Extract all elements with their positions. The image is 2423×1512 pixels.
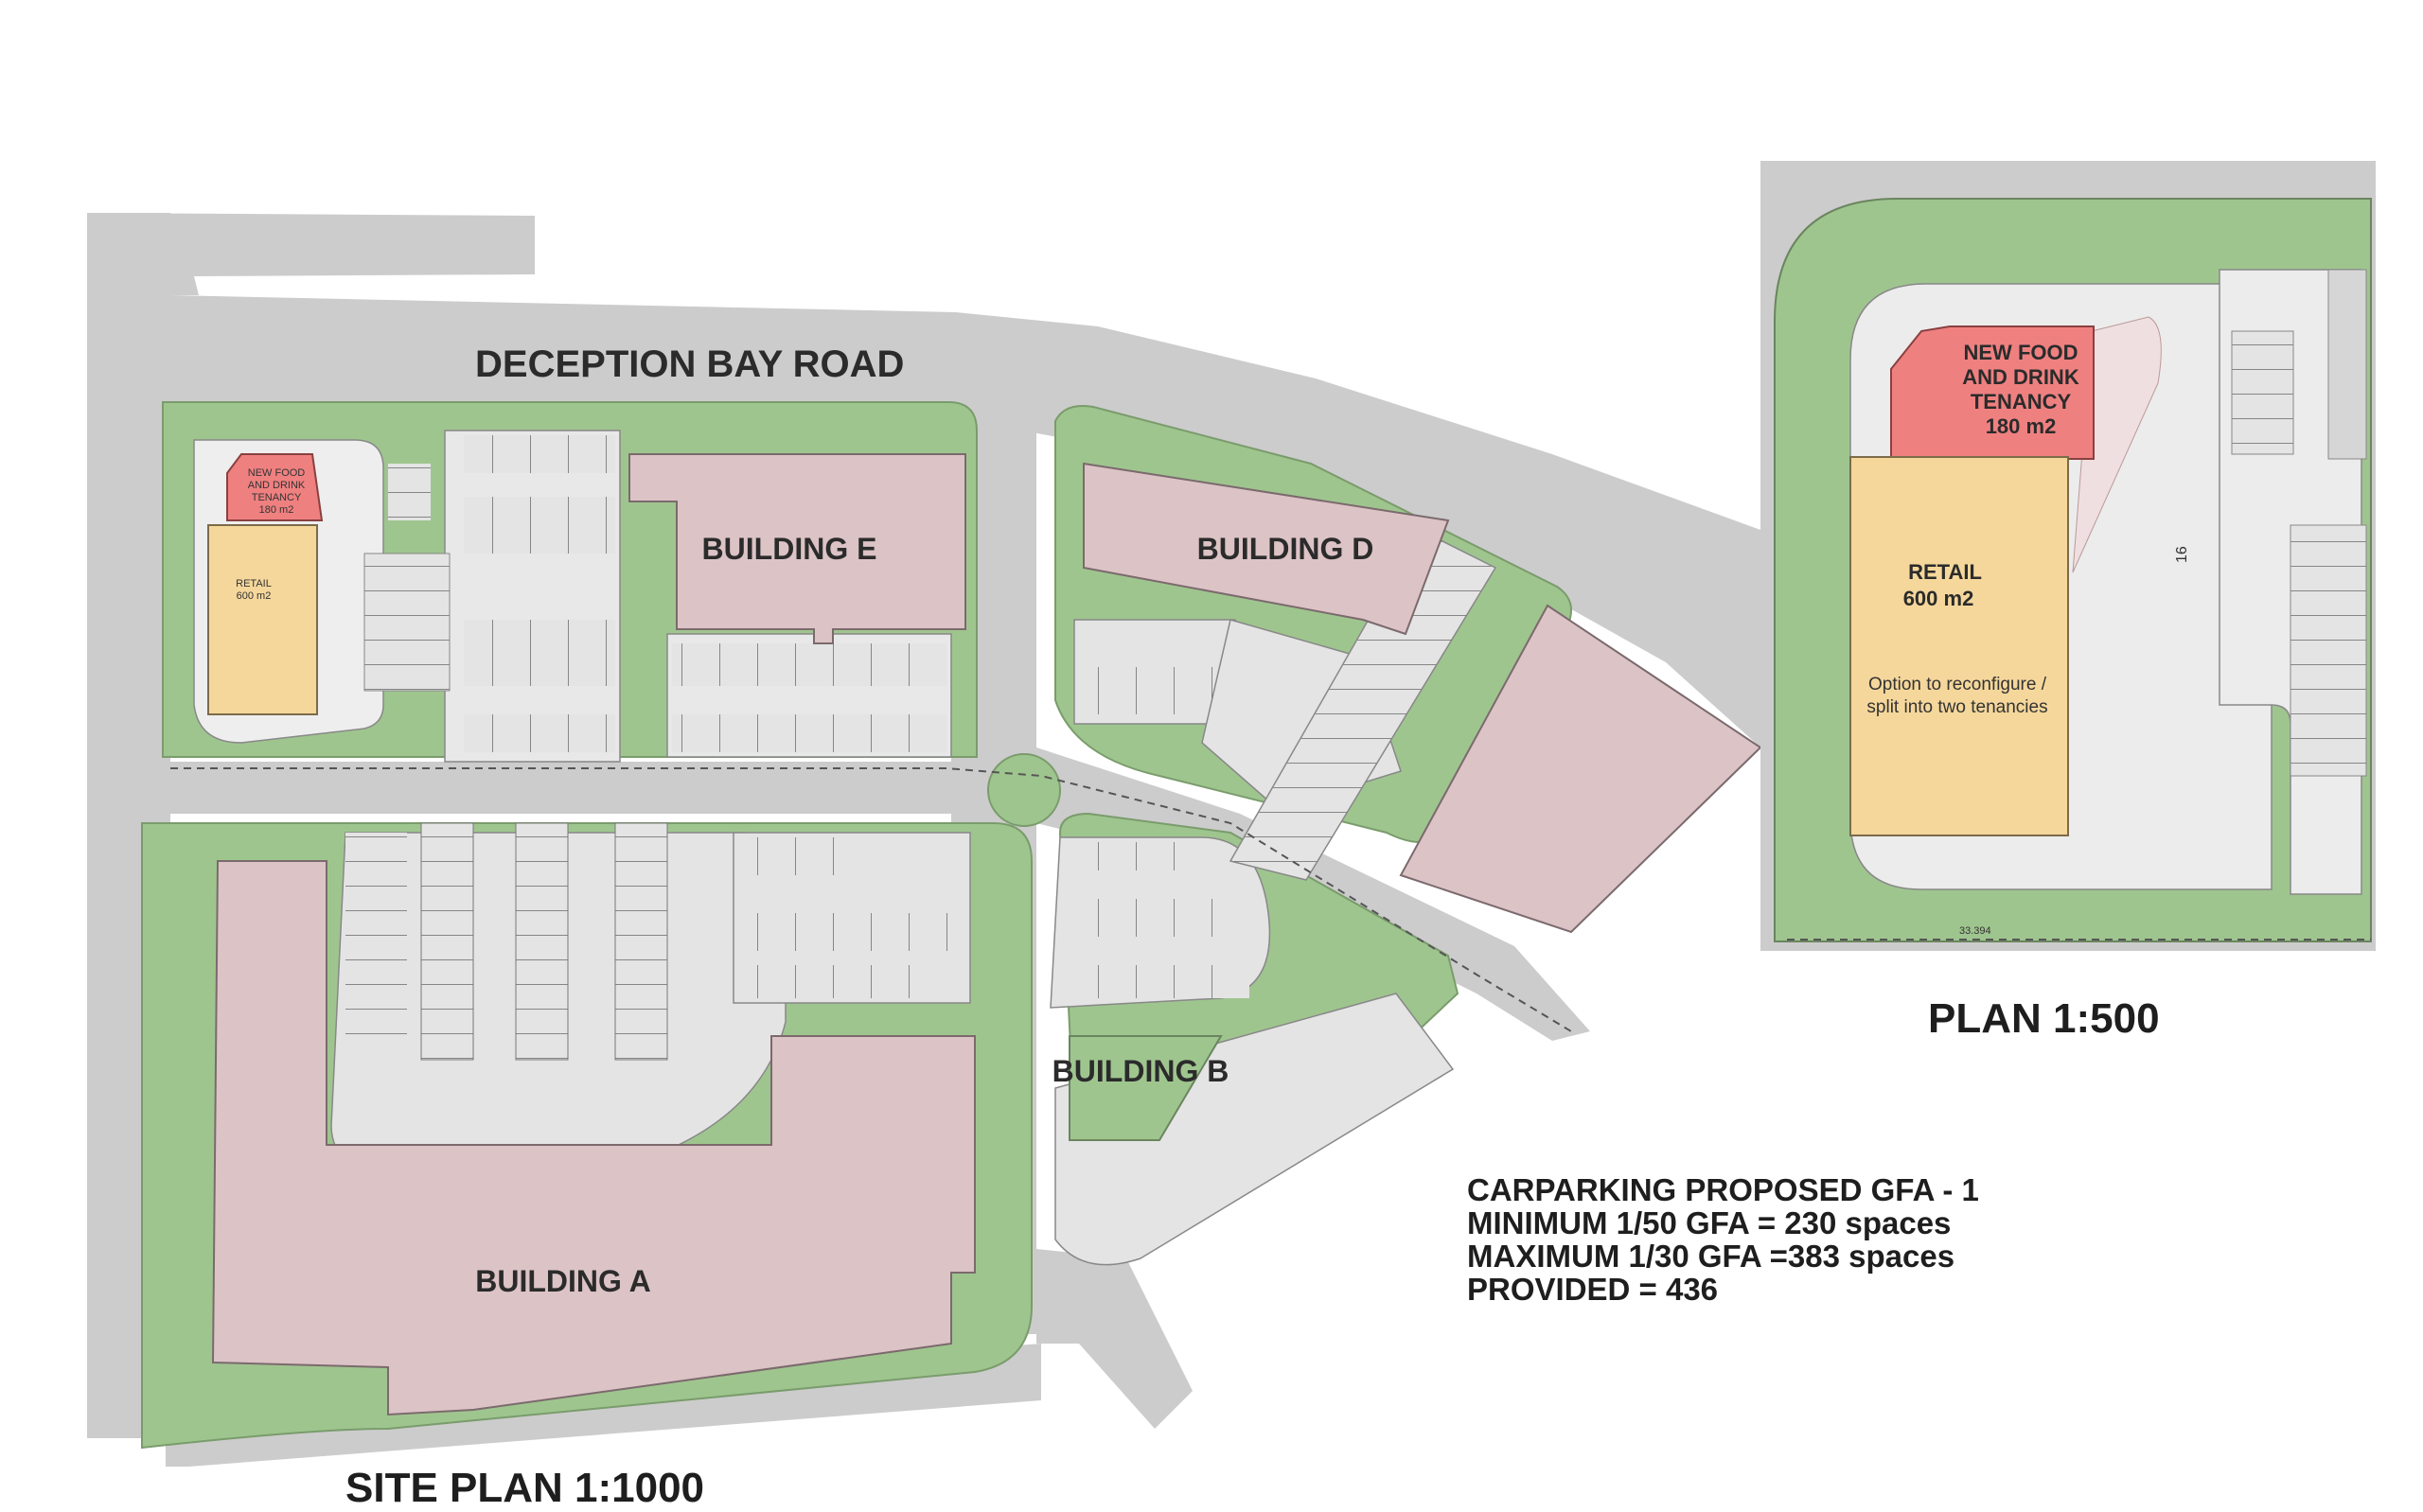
carparking-line-4: PROVIDED = 436: [1467, 1272, 1719, 1307]
site-boundary: [170, 767, 1572, 1032]
svg-text:180 m2: 180 m2: [259, 504, 294, 516]
building-e: [628, 453, 966, 644]
carparking-line-3: MAXIMUM 1/30 GFA =383 spaces: [1467, 1239, 1955, 1274]
svg-text:TENANCY: TENANCY: [252, 492, 302, 503]
detail-food-tenancy-label: NEW FOOD AND DRINK TENANCY 180 m2: [1962, 341, 2079, 438]
svg-text:RETAIL: RETAIL: [1908, 560, 1982, 584]
svg-text:Option to reconfigure /: Option to reconfigure /: [1868, 675, 2047, 694]
detail-plan-title: PLAN 1:500: [1928, 995, 2160, 1042]
svg-text:600 m2: 600 m2: [237, 590, 272, 602]
building-d-label: BUILDING D: [1197, 532, 1374, 566]
detail-plan: NEW FOOD AND DRINK TENANCY 180 m2 RETAIL…: [1760, 161, 2376, 951]
svg-text:180 m2: 180 m2: [1986, 414, 2057, 438]
building-e-label: BUILDING E: [702, 532, 877, 566]
site-food-tenancy-label: NEW FOOD AND DRINK TENANCY 180 m2: [248, 467, 306, 516]
detail-option-note: Option to reconfigure / split into two t…: [1866, 675, 2047, 717]
building-c: [1399, 604, 1762, 934]
svg-text:AND DRINK: AND DRINK: [1962, 365, 2079, 389]
svg-text:NEW FOOD: NEW FOOD: [248, 467, 306, 479]
detail-dimension: 33.394: [1959, 925, 1991, 937]
carparking-line-1: CARPARKING PROPOSED GFA - 1: [1467, 1172, 1979, 1207]
site-plan-title: SITE PLAN 1:1000: [345, 1465, 705, 1511]
building-d: [1083, 462, 1450, 636]
svg-text:TENANCY: TENANCY: [1971, 390, 2072, 413]
site-retail: [207, 524, 318, 715]
svg-text:600 m2: 600 m2: [1903, 587, 1974, 610]
site-plan: DECEPTION BAY ROAD BUILDING E BUILDING D…: [87, 213, 1762, 1467]
carparking-line-2: MINIMUM 1/50 GFA = 230 spaces: [1467, 1205, 1952, 1240]
carparking-notes: CARPARKING PROPOSED GFA - 1 MINIMUM 1/50…: [1467, 1173, 1979, 1306]
building-a: [211, 860, 976, 1416]
detail-food-tenancy: [1890, 325, 2095, 460]
buildings: [207, 453, 1762, 1416]
svg-text:RETAIL: RETAIL: [236, 578, 272, 589]
detail-retail: [1849, 456, 2069, 836]
svg-text:AND DRINK: AND DRINK: [248, 480, 306, 491]
svg-text:split into two tenancies: split into two tenancies: [1866, 697, 2047, 717]
road-label: DECEPTION BAY ROAD: [475, 343, 904, 385]
site-retail-label: RETAIL 600 m2: [236, 578, 272, 602]
detail-bay-count: 16: [2174, 546, 2190, 563]
building-a-label: BUILDING A: [475, 1264, 650, 1298]
detail-retail-label: RETAIL 600 m2: [1903, 560, 1982, 610]
building-b: [1069, 1035, 1223, 1141]
building-b-label: BUILDING B: [1052, 1054, 1229, 1088]
svg-text:NEW FOOD: NEW FOOD: [1964, 341, 2078, 364]
site-food-tenancy: [226, 453, 324, 521]
